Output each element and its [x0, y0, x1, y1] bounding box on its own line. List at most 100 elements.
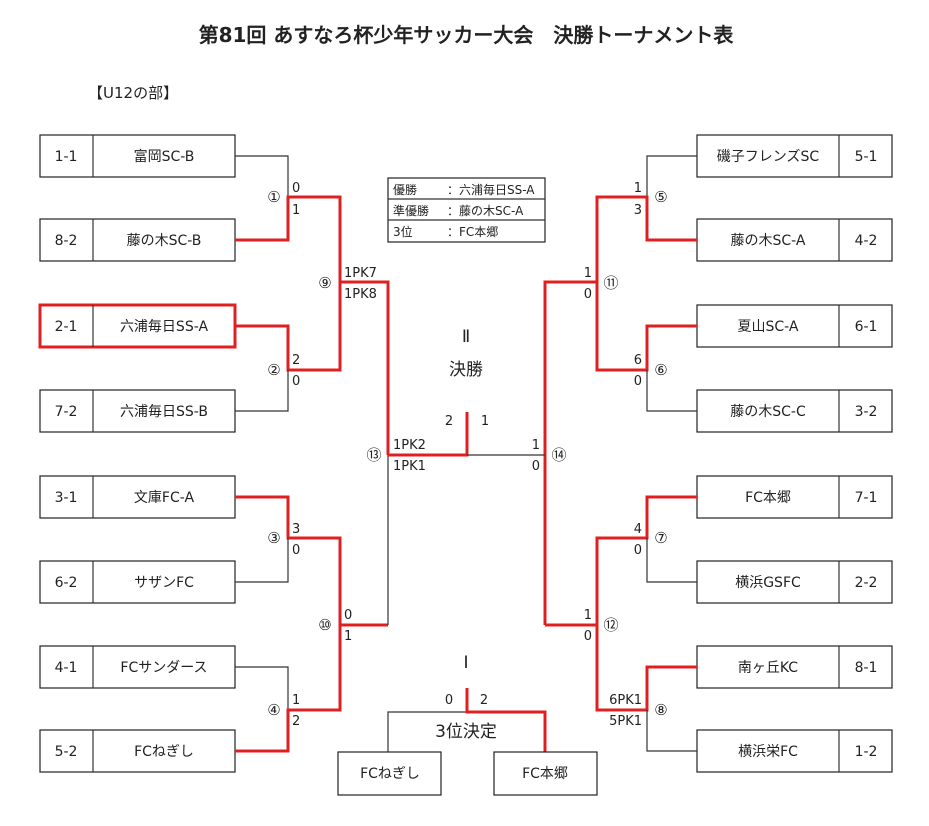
team-seed: 5-1 [855, 149, 878, 165]
match-score: 5PK1 [609, 714, 642, 729]
match-score: 0 [584, 287, 592, 302]
legend-runnerup-value: ：藤の木SC-A [447, 204, 524, 218]
team-name: 富岡SC-B [134, 148, 195, 165]
team-name: 横浜GSFC [735, 575, 801, 591]
team-entry: 3-1 文庫FC-A [39, 475, 236, 519]
match-number: ⑫ [603, 616, 618, 634]
team-name: 六浦毎日SS-B [120, 404, 208, 420]
left-bracket-lines [235, 155, 469, 753]
legend-champion-value: ：六浦毎日SS-A [447, 182, 535, 197]
legend-third-label: 3位 [393, 224, 413, 239]
team-name: 文庫FC-A [134, 489, 195, 506]
team-entry: 藤の木SC-C 3-2 [696, 389, 893, 433]
team-entry: 南ヶ丘KC 8-1 [696, 645, 893, 689]
match-number: ③ [267, 529, 280, 547]
team-seed: 5-2 [55, 744, 78, 760]
third-place-label: 3位決定 [435, 722, 497, 742]
team-entry: FC本郷 7-1 [696, 475, 893, 519]
team-seed: 7-2 [55, 404, 78, 420]
team-seed: 6-2 [55, 575, 78, 591]
match-score: 0 [292, 181, 300, 196]
match-score: 1PK2 [393, 438, 426, 453]
final-match: Ⅱ 決勝 2 1 [445, 327, 489, 429]
third-place-left-team: FCねぎし [360, 766, 420, 782]
match-score: 0 [292, 543, 300, 558]
team-entry: 7-2 六浦毎日SS-B [39, 389, 236, 433]
match-number: ⑦ [654, 529, 667, 547]
third-place-right-team: FC本郷 [522, 766, 568, 782]
match-score: 0 [584, 629, 592, 644]
left-team-boxes: 1-1 富岡SC-B 8-2 藤の木SC-B 2-1 六浦毎日SS-A 7-2 … [38, 134, 237, 773]
match-score: 1 [584, 608, 592, 623]
team-seed: 4-2 [855, 233, 878, 249]
match-score: 6PK1 [609, 693, 642, 708]
team-entry: 夏山SC-A 6-1 [696, 304, 893, 348]
match-score: 1PK7 [344, 266, 377, 281]
legend-champion-label: 優勝 [393, 182, 417, 197]
team-entry: 5-2 FCねぎし [39, 729, 236, 773]
final-label: 決勝 [449, 360, 483, 380]
team-seed: 8-1 [855, 660, 878, 676]
third-place-lines: FCねぎし FC本郷 Ⅰ 3位決定 0 2 [337, 653, 598, 796]
team-entry: 横浜栄FC 1-2 [696, 729, 893, 773]
team-name: 藤の木SC-B [127, 233, 202, 249]
match-score: 1 [344, 629, 352, 644]
third-place-right-score: 2 [480, 693, 488, 708]
team-entry: 1-1 富岡SC-B [39, 134, 236, 178]
page-title: 第81回 あすなろ杯少年サッカー大会 決勝トーナメント表 [199, 23, 735, 47]
match-number: ⑪ [603, 274, 618, 292]
match-score: 0 [292, 374, 300, 389]
team-entry: 磯子フレンズSC 5-1 [696, 134, 893, 178]
match-number: ⑩ [318, 616, 331, 634]
match-number: ① [267, 188, 280, 206]
team-seed: 7-1 [855, 490, 878, 506]
team-name: FC本郷 [745, 490, 791, 506]
team-name: 磯子フレンズSC [717, 149, 820, 165]
match-score: 2 [292, 353, 300, 368]
team-name: 藤の木SC-C [730, 404, 806, 420]
final-right-score: 1 [481, 414, 489, 429]
team-seed: 1-2 [855, 744, 878, 760]
match-score: 3 [634, 203, 642, 218]
team-entry: 4-1 FCサンダース [39, 645, 236, 689]
match-number: ⑤ [654, 188, 667, 206]
team-entry: 6-2 サザンFC [39, 560, 236, 604]
match-number: ⑬ [366, 446, 381, 464]
match-score: 0 [344, 608, 352, 623]
right-team-boxes: 磯子フレンズSC 5-1 藤の木SC-A 4-2 夏山SC-A 6-1 藤の木S… [696, 134, 893, 773]
team-seed: 2-2 [855, 575, 878, 591]
team-name: 六浦毎日SS-A [120, 319, 209, 335]
team-name: 夏山SC-A [738, 319, 799, 335]
match-score: 1 [532, 438, 540, 453]
match-score: 6 [634, 353, 642, 368]
match-number: ⑭ [551, 446, 566, 464]
match-score: 4 [634, 522, 642, 537]
team-seed: 3-2 [855, 404, 878, 420]
team-name: 藤の木SC-A [731, 233, 806, 249]
final-left-score: 2 [445, 414, 453, 429]
team-seed: 3-1 [55, 490, 78, 506]
third-place-roman: Ⅰ [463, 653, 468, 673]
match-number: ④ [267, 701, 280, 719]
match-score: 1PK8 [344, 287, 377, 302]
team-entry: 横浜GSFC 2-2 [696, 560, 893, 604]
match-score: 3 [292, 522, 300, 537]
final-roman: Ⅱ [462, 327, 470, 347]
match-score: 1 [292, 203, 300, 218]
right-bracket-lines [467, 155, 697, 752]
match-score: 0 [634, 543, 642, 558]
team-entry: 8-2 藤の木SC-B [39, 218, 236, 262]
match-labels: ① 0 1 ② 2 0 ③ 3 0 ④ 1 2 ⑤ 1 3 ⑥ 6 0 ⑦ 4 … [267, 181, 667, 729]
match-number: ⑥ [654, 361, 667, 379]
match-score: 1 [292, 693, 300, 708]
match-number: ⑧ [654, 701, 667, 719]
match-score: 1 [584, 266, 592, 281]
team-seed: 2-1 [55, 319, 78, 335]
team-seed: 4-1 [55, 660, 78, 676]
team-name: 南ヶ丘KC [738, 660, 798, 676]
match-score: 1PK1 [393, 459, 426, 474]
team-name: 横浜栄FC [738, 744, 798, 760]
team-seed: 8-2 [55, 233, 78, 249]
team-name: FCサンダース [120, 660, 207, 676]
